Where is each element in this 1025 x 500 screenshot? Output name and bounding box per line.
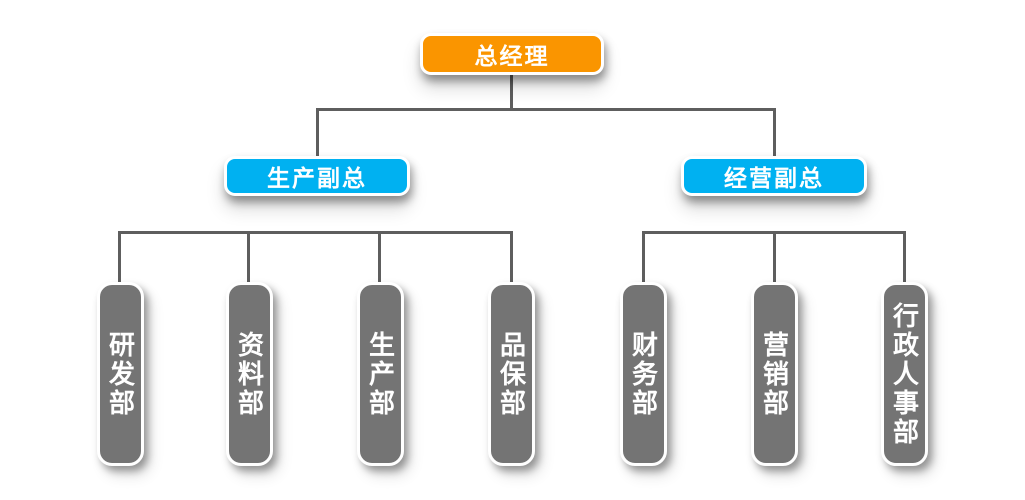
org-node-operations-vp: 经营副总 xyxy=(681,156,867,196)
org-node-general-manager: 总经理 xyxy=(420,33,604,75)
org-node-dept-label: 生产部 xyxy=(365,330,396,418)
connector-level1-horizontal xyxy=(316,108,776,111)
org-node-general-manager-label: 总经理 xyxy=(474,43,550,69)
org-node-production-vp-label: 生产副总 xyxy=(267,165,367,191)
org-node-dept-label: 财务部 xyxy=(628,330,659,418)
connector-left-group-horizontal xyxy=(118,231,513,234)
org-node-production-vp: 生产副总 xyxy=(224,156,410,196)
org-node-dept: 资料部 xyxy=(226,282,273,466)
connector-dept-drop xyxy=(903,231,906,286)
org-node-dept: 品保部 xyxy=(488,282,535,466)
connector-vp-left-drop xyxy=(316,108,319,160)
org-node-dept: 行政人事部 xyxy=(881,282,928,466)
org-node-dept-label: 行政人事部 xyxy=(889,301,920,447)
org-node-dept: 财务部 xyxy=(620,282,667,466)
connector-dept-drop xyxy=(118,231,121,286)
connector-root-stub xyxy=(510,72,513,110)
org-node-dept-label: 营销部 xyxy=(759,330,790,418)
connector-dept-drop xyxy=(773,231,776,286)
connector-dept-drop xyxy=(642,231,645,286)
org-node-dept-label: 研发部 xyxy=(105,330,136,418)
org-node-operations-vp-label: 经营副总 xyxy=(724,165,824,191)
org-node-dept: 研发部 xyxy=(97,282,144,466)
connector-dept-drop xyxy=(247,231,250,286)
org-node-dept: 生产部 xyxy=(357,282,404,466)
org-node-dept-label: 资料部 xyxy=(234,330,265,418)
connector-dept-drop xyxy=(510,231,513,286)
org-node-dept-label: 品保部 xyxy=(496,330,527,418)
org-node-dept: 营销部 xyxy=(751,282,798,466)
connector-vp-right-drop xyxy=(773,108,776,160)
connector-dept-drop xyxy=(378,231,381,286)
